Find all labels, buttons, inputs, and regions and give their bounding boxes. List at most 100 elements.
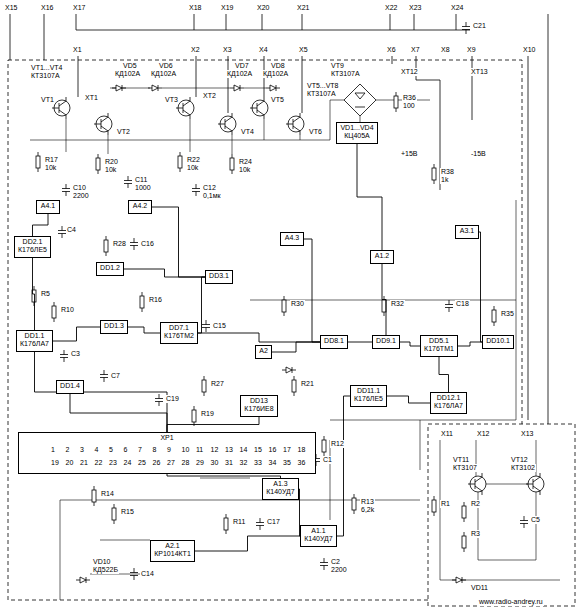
component-label: КТ3107А (30, 72, 61, 80)
diode-symbol (230, 85, 244, 91)
ref-designator: К140УД7 (303, 535, 334, 543)
wire (304, 239, 320, 342)
pin-number: 14 (239, 446, 249, 454)
resistor-symbol (224, 514, 228, 534)
resistor-symbol (230, 154, 234, 174)
capacitor-symbol (124, 176, 132, 188)
resistor-symbol (282, 296, 286, 316)
pin-number: 2 (65, 446, 71, 454)
component-label: X11 (440, 430, 454, 438)
wire (152, 207, 205, 277)
component-box: A4.2 (128, 200, 152, 214)
component-label: КД102А (150, 70, 177, 78)
component-box: A4.1 (36, 200, 60, 214)
component-label: R2 (470, 500, 481, 508)
component-box: DD1.2 (96, 262, 124, 276)
component-box: VD1...VD4КЦ405А (336, 122, 378, 144)
ref-designator: К176ТМ1 (423, 345, 455, 353)
resistor-symbol (92, 486, 96, 506)
component-label: X18 (188, 4, 202, 12)
component-label: 0,1мк (202, 192, 222, 200)
component-label: www.radio-andrey.ru (478, 598, 544, 606)
component-label: C1 (322, 456, 333, 464)
component-label: VD7 (234, 62, 250, 70)
component-box: A1.3К140УД7 (262, 478, 299, 500)
ref-designator: DD1.2 (99, 264, 121, 272)
pin-number: 5 (108, 446, 114, 454)
component-label: VT3 (164, 96, 179, 104)
resistor-symbol (462, 502, 466, 522)
pin-number: 33 (253, 459, 263, 467)
ref-designator: A4.3 (283, 234, 301, 242)
component-label: X4 (258, 46, 269, 54)
component-label: R11 (232, 518, 246, 526)
pin-number: 10 (181, 446, 191, 454)
component-box: A4.3 (280, 232, 304, 246)
component-label: VT1...VT4 (30, 64, 64, 72)
component-box: DD2.1К176ЛЕ5 (14, 236, 51, 258)
ref-designator: К176ЛЕ5 (353, 395, 384, 403)
component-label: VT5 (270, 96, 285, 104)
component-label: 1k (440, 176, 449, 184)
wire (479, 232, 482, 342)
component-label: R19 (200, 410, 215, 418)
pin-number: 31 (224, 459, 234, 467)
pin-number: 3 (79, 446, 85, 454)
ref-designator: DD10.1 (485, 337, 511, 345)
component-label: VD10 (92, 558, 112, 566)
wire (198, 277, 205, 333)
wire (198, 333, 320, 342)
component-box: DD10.1 (482, 335, 514, 349)
pin-number: 18 (297, 446, 307, 454)
component-label: 6,2k (360, 506, 375, 514)
capacitor-symbol (130, 568, 138, 580)
ref-designator: A2 (258, 347, 269, 355)
wire (387, 396, 430, 403)
pin-number: 8 (152, 446, 158, 454)
component-label: C10 (72, 184, 87, 192)
pin-number: 7 (137, 446, 143, 454)
resistor-symbol (492, 306, 496, 326)
component-label: R15 (120, 508, 135, 516)
ref-designator: К176ИЕ8 (243, 405, 275, 413)
wire (195, 536, 300, 551)
component-box: DD8.1 (320, 335, 348, 349)
component-label: C17 (266, 518, 281, 526)
component-label: X6 (386, 46, 397, 54)
ref-designator: К176ЛА7 (433, 402, 464, 410)
resistor-symbol (352, 494, 356, 514)
component-label: -15В (470, 150, 487, 158)
diode-symbol (282, 367, 296, 373)
component-label: R36 (402, 94, 417, 102)
pin-number: 1 (50, 446, 56, 454)
component-label: X24 (450, 4, 464, 12)
component-label: 100 (402, 102, 416, 110)
component-label: КТ3107 (452, 464, 478, 472)
component-label: R28 (112, 240, 127, 248)
resistor-symbol (52, 302, 56, 322)
ref-designator: DD11.1 (353, 387, 384, 395)
resistor-symbol (432, 496, 436, 516)
component-label: C5 (530, 516, 541, 524)
wire (167, 417, 259, 432)
resistor-symbol (382, 296, 386, 316)
component-label: КТ3107А (306, 90, 337, 98)
component-label: VT1 (40, 96, 55, 104)
component-label: X21 (296, 4, 310, 12)
component-box: A2 (255, 345, 272, 359)
ref-designator: DD5.1 (423, 337, 455, 345)
component-label: R24 (238, 158, 253, 166)
component-label: R27 (210, 380, 225, 388)
component-label: X23 (408, 4, 422, 12)
pin-number: 13 (224, 446, 234, 454)
transistor-symbol (286, 113, 304, 135)
wire (128, 327, 160, 333)
component-label: R10 (60, 306, 75, 314)
component-label: R5 (40, 290, 51, 298)
wire (35, 352, 168, 432)
pin-number: 23 (108, 459, 118, 467)
capacitor-symbol (60, 350, 68, 362)
component-label: R17 (44, 156, 59, 164)
component-label: X9 (466, 46, 477, 54)
component-label: X12 (476, 430, 490, 438)
